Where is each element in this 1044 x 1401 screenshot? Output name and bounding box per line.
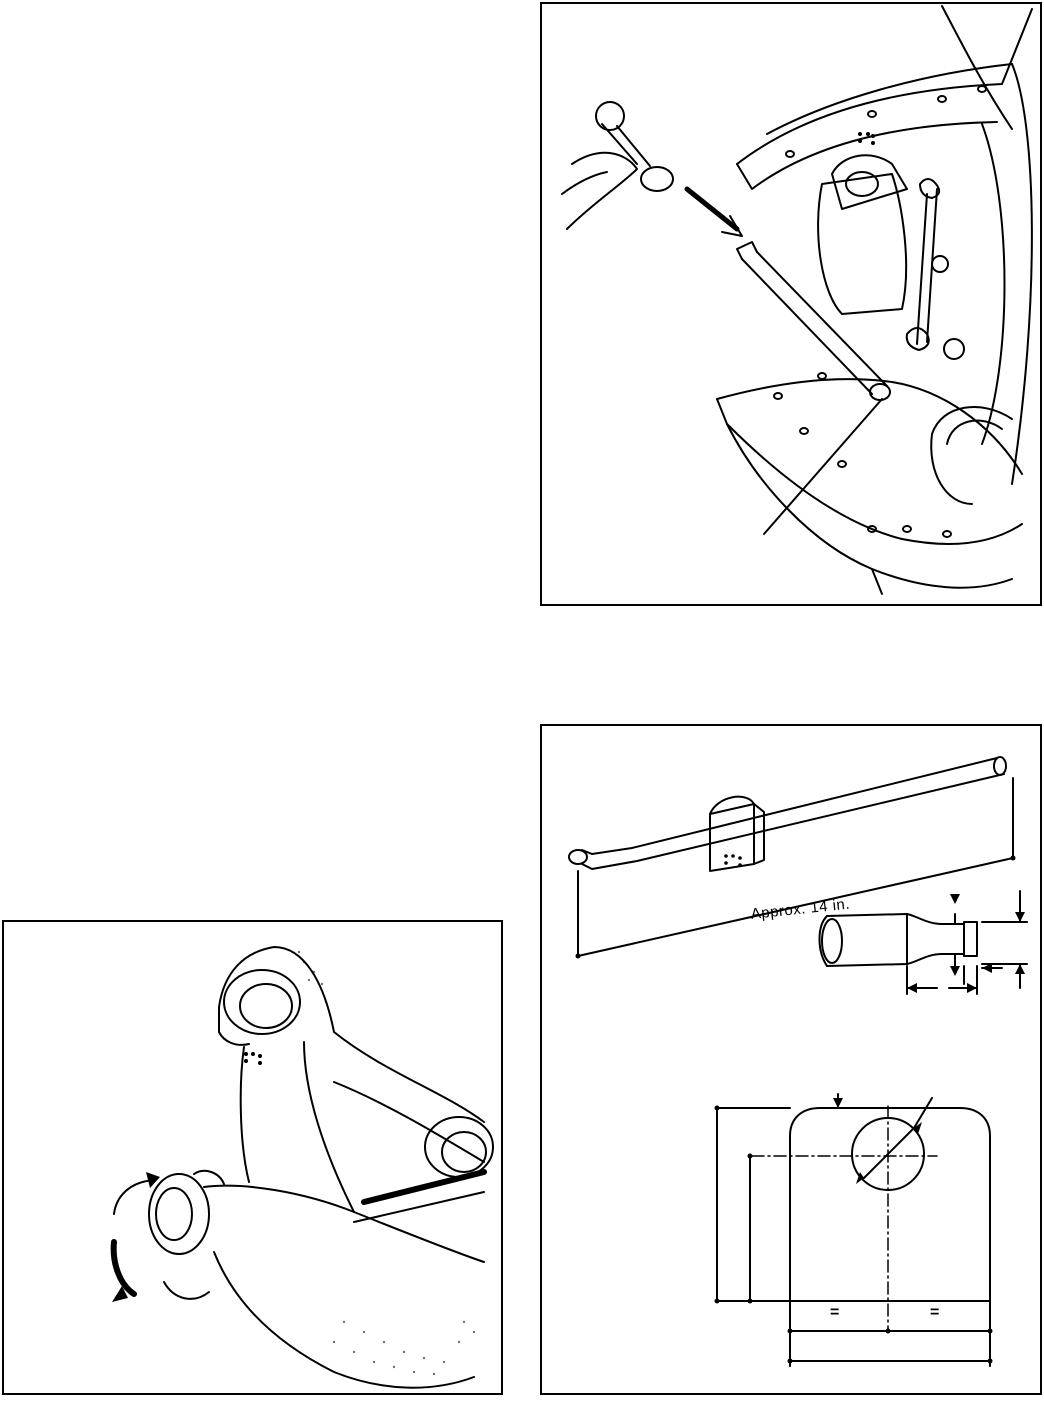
brake-assembly-figure xyxy=(540,2,1042,606)
tool-dimension-drawing xyxy=(542,726,1040,1393)
brake-shoe-drawing xyxy=(4,922,501,1393)
equal-mark-left: = xyxy=(830,1304,839,1322)
equal-mark-right: = xyxy=(930,1304,939,1322)
brake-shoe-rotation-figure xyxy=(2,920,503,1395)
anchor-pin-tool-figure: Approx. 14 in. = = xyxy=(540,724,1042,1395)
brake-assembly-drawing xyxy=(542,4,1040,604)
